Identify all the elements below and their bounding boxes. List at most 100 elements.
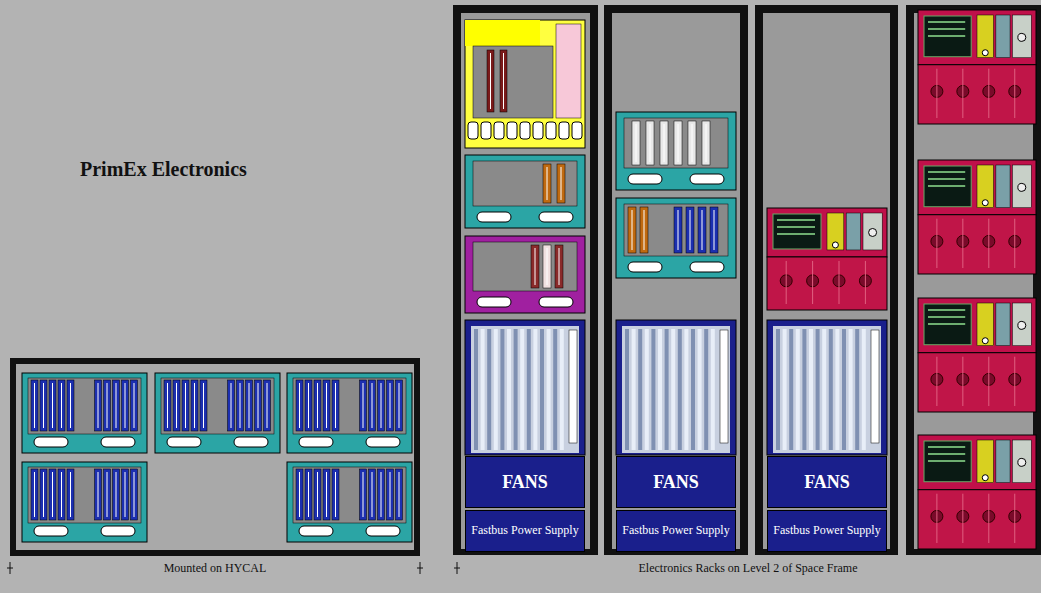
label-strip <box>569 330 577 443</box>
hycal-crate <box>22 462 147 542</box>
crate-bay <box>622 326 730 453</box>
fastbus-slot <box>651 329 655 450</box>
card-stripe <box>335 383 336 428</box>
control-panel <box>977 15 994 58</box>
crate-bay <box>773 326 881 453</box>
card-stripe <box>335 472 336 517</box>
screen-trace <box>928 28 965 30</box>
card-stripe <box>61 383 62 428</box>
scope-screen <box>924 166 971 207</box>
bay-divider <box>962 494 963 543</box>
connector-block <box>546 122 556 139</box>
bay-divider <box>988 69 989 118</box>
connector-block <box>520 122 530 139</box>
screen-trace <box>777 233 815 235</box>
bay-divider <box>962 219 963 268</box>
fastbus-slot <box>704 329 708 450</box>
module-card <box>49 380 56 431</box>
module-card <box>31 469 38 520</box>
module-card <box>67 469 74 520</box>
module-card <box>95 380 102 431</box>
fastbus-slot <box>698 329 702 450</box>
handle-oval <box>299 526 333 536</box>
scope-screen <box>924 441 971 482</box>
card-stripe <box>308 472 309 517</box>
module-card <box>500 50 507 112</box>
card-stripe <box>632 210 633 250</box>
knob-circle <box>1018 33 1026 41</box>
card-stripe <box>390 383 391 428</box>
module-card <box>305 469 312 520</box>
handle-oval <box>299 437 333 447</box>
module-card <box>632 121 640 165</box>
module-card <box>360 380 367 431</box>
bay-divider <box>936 219 937 268</box>
fastbus-slot <box>553 329 557 450</box>
fastbus-slot <box>494 329 498 450</box>
card-stripe <box>299 472 300 517</box>
extent-tick <box>7 568 13 569</box>
fastbus-slot <box>842 329 846 450</box>
control-panel <box>1012 440 1031 483</box>
fans-unit: FANS <box>616 456 736 508</box>
rack-bay <box>461 13 590 549</box>
card-stripe <box>644 210 645 250</box>
diagram-title: PrimEx Electronics <box>80 158 247 181</box>
label-strip <box>720 330 728 443</box>
control-panel <box>996 15 1010 58</box>
unit-label: FANS <box>804 472 850 493</box>
module-card <box>646 121 654 165</box>
bay-divider <box>1014 69 1015 118</box>
scope-bottom <box>767 257 887 310</box>
module-card <box>164 380 171 431</box>
yellow-crate <box>465 20 585 148</box>
module-card <box>95 469 102 520</box>
card-stripe <box>116 383 117 428</box>
crate-bay <box>624 118 728 168</box>
card-stripe <box>134 472 135 517</box>
card-stripe <box>372 383 373 428</box>
card-stripe <box>267 383 268 428</box>
module-card <box>31 380 38 431</box>
card-stripe <box>636 124 637 162</box>
fastbus-slot <box>625 329 629 450</box>
card-stripe <box>43 383 44 428</box>
card-stripe <box>70 472 71 517</box>
handle-oval <box>34 437 68 447</box>
card-stripe <box>98 472 99 517</box>
handle-oval <box>167 437 201 447</box>
module-card <box>200 380 207 431</box>
card-stripe <box>125 383 126 428</box>
module-card <box>228 380 235 431</box>
module-card <box>557 164 565 203</box>
fastbus-slot <box>638 329 642 450</box>
card-stripe <box>98 383 99 428</box>
bay-divider <box>786 261 787 304</box>
fastbus-slot <box>481 329 485 450</box>
module-card <box>314 469 321 520</box>
power-supply-unit: Fastbus Power Supply <box>767 510 887 552</box>
unit-label: Fastbus Power Supply <box>622 524 729 538</box>
card-stripe <box>317 472 318 517</box>
scope-top <box>918 160 1036 215</box>
module-card <box>296 380 303 431</box>
card-stripe <box>678 124 679 162</box>
nim-crate <box>465 236 585 313</box>
handle-oval <box>366 526 400 536</box>
fastbus-slot <box>560 329 564 450</box>
card-stripe <box>299 383 300 428</box>
fastbus-slot <box>632 329 636 450</box>
card-stripe <box>34 383 35 428</box>
label-strip <box>871 330 879 443</box>
screen-trace <box>777 226 815 228</box>
scope-bottom <box>918 490 1036 549</box>
bay-divider <box>988 357 989 406</box>
connector-block <box>533 122 543 139</box>
card-stripe <box>706 124 707 162</box>
fans-unit: FANS <box>465 456 585 508</box>
card-stripe <box>326 383 327 428</box>
control-panel <box>977 440 994 483</box>
location-label: Electronics Racks on Level 2 of Space Fr… <box>636 561 861 576</box>
card-stripe <box>547 167 548 200</box>
card-stripe <box>678 210 679 250</box>
